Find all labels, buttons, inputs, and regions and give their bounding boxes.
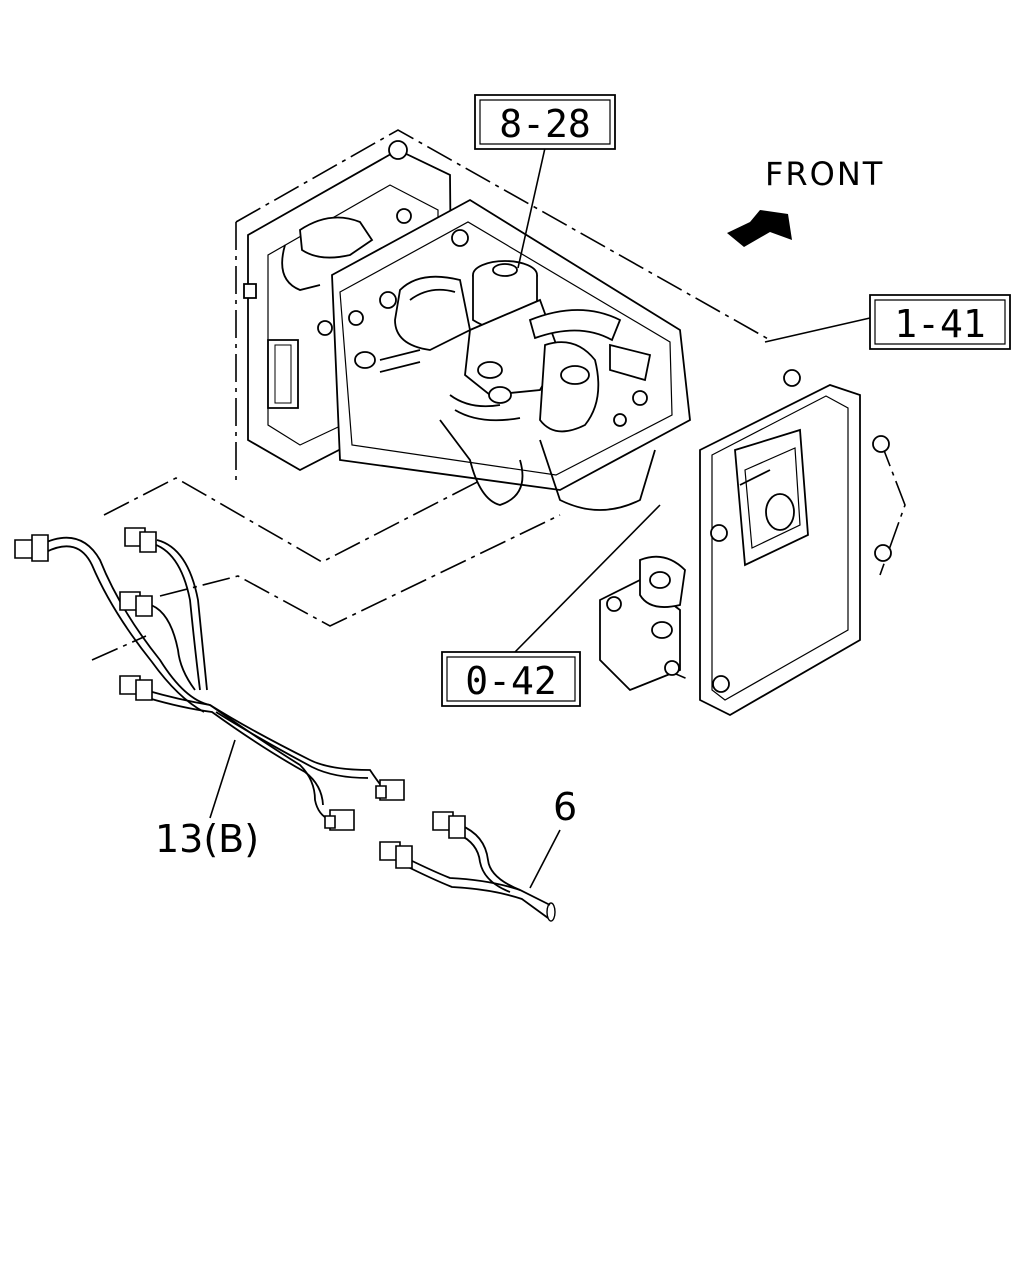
leader-lines xyxy=(210,148,870,888)
main-harness-label: 13(B) xyxy=(155,817,259,861)
harness-13b-connectors xyxy=(15,528,404,830)
callout-box-valve: 8-28 xyxy=(475,95,615,149)
callout-bracket-label: 1-41 xyxy=(894,302,986,346)
callout-harness-ref-label: 0-42 xyxy=(465,659,557,703)
harness-6-connectors xyxy=(380,812,465,868)
front-label: FRONT xyxy=(765,155,884,193)
callout-box-harness-ref: 0-42 xyxy=(442,652,580,706)
wiring-harness-13b xyxy=(40,538,385,820)
valve-assembly xyxy=(282,141,690,510)
front-arrow-icon xyxy=(727,210,792,247)
wiring-harness-6 xyxy=(400,825,555,921)
bracket-right xyxy=(600,370,891,715)
sub-harness-label: 6 xyxy=(553,785,577,829)
callout-valve-label: 8-28 xyxy=(499,102,591,146)
callout-box-bracket: 1-41 xyxy=(870,295,1010,349)
